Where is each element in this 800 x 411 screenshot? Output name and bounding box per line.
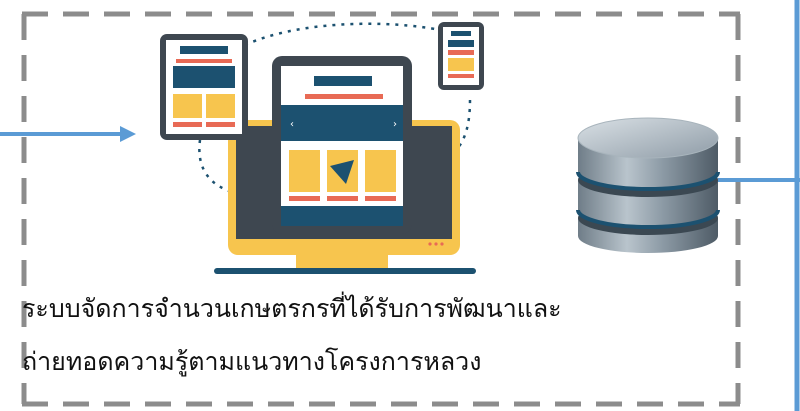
system-caption-line-1: ระบบจัดการจำนวนเกษตรกรที่ได้รับการพัฒนาแ… <box>22 294 562 323</box>
phone-icon <box>438 22 484 90</box>
incoming-arrow <box>0 126 136 142</box>
outgoing-connector <box>718 0 800 411</box>
database-icon <box>576 117 720 253</box>
system-caption-line-2: ถ่ายทอดความรู้ตามแนวทางโครงการหลวง <box>22 347 482 376</box>
svg-text:›: › <box>393 119 397 130</box>
system-boundary <box>21 11 741 407</box>
play-icon <box>330 160 354 184</box>
svg-text:‹: ‹ <box>290 119 294 130</box>
tablet-icon: ‹ › <box>272 56 412 234</box>
sync-orbit <box>198 22 472 198</box>
page-card-icon <box>160 34 248 140</box>
